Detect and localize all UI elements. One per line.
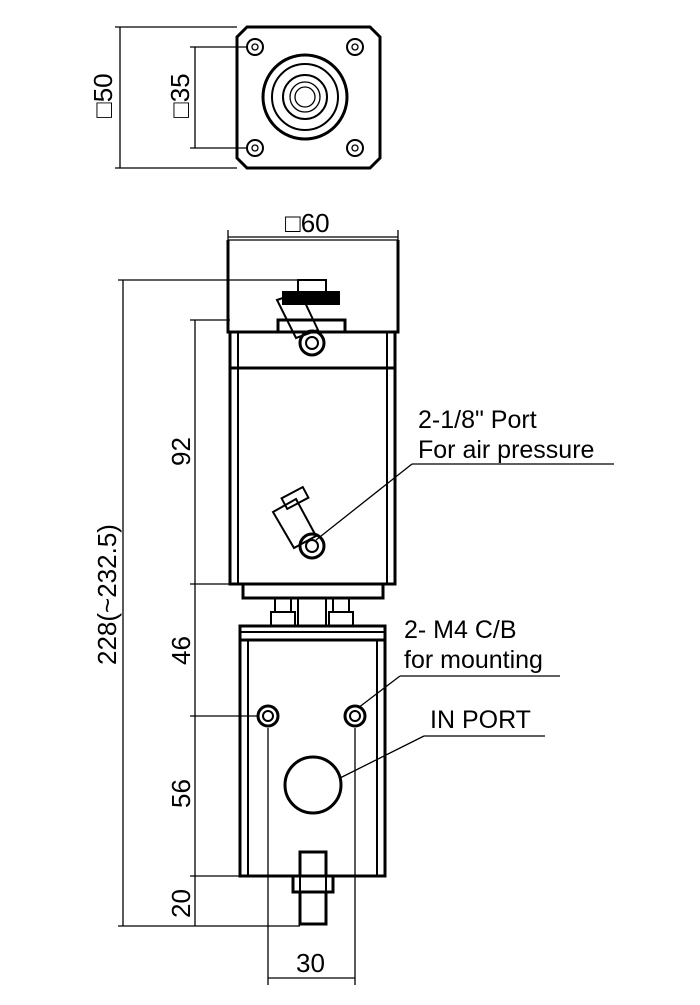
bolt-hole-top-left bbox=[246, 38, 264, 56]
callout-mount-line1: 2- M4 C/B bbox=[404, 616, 517, 644]
callout-port: 2-1/8" Port For air pressure bbox=[315, 406, 614, 541]
lower-stem bbox=[291, 850, 335, 926]
upper-fitting bbox=[275, 279, 340, 357]
dim-label-square-35: □35 bbox=[165, 73, 195, 118]
dim-label-total-length: 228(~232.5) bbox=[92, 524, 122, 665]
dim-square-50: □50 bbox=[88, 26, 237, 169]
bolt-hole-bottom-right bbox=[346, 139, 364, 157]
top-view-plate bbox=[235, 25, 382, 170]
callout-mount-line2: for mounting bbox=[404, 646, 543, 674]
dim-label-square-50: □50 bbox=[88, 73, 118, 118]
bolt-hole-top-right bbox=[346, 38, 364, 56]
dim-label-30: 30 bbox=[296, 948, 325, 978]
dim-label-92: 92 bbox=[166, 437, 196, 466]
dim-stem-30: 30 bbox=[267, 876, 356, 985]
callout-port-line1: 2-1/8" Port bbox=[418, 406, 537, 434]
port-fitting bbox=[271, 485, 326, 560]
mounting-hole-left bbox=[256, 704, 280, 876]
dim-total-length: 228(~232.5) bbox=[92, 279, 310, 927]
dim-label-46: 46 bbox=[166, 636, 196, 665]
top-view-boss bbox=[261, 53, 349, 141]
dim-label-56: 56 bbox=[166, 779, 196, 808]
lower-body bbox=[238, 624, 387, 878]
callout-in-port-label: IN PORT bbox=[430, 706, 531, 734]
dim-label-20: 20 bbox=[166, 889, 196, 918]
callout-in-port: IN PORT bbox=[339, 706, 545, 779]
dim-label-body-60: □60 bbox=[285, 208, 330, 238]
dim-segments: 92 46 56 20 bbox=[166, 319, 293, 926]
middle-connector bbox=[241, 582, 385, 627]
upper-body bbox=[228, 330, 397, 586]
dim-body-60: □60 bbox=[227, 208, 399, 245]
top-view: □50 □35 bbox=[88, 25, 382, 170]
mounting-hole-right bbox=[343, 704, 367, 876]
in-port bbox=[283, 755, 343, 815]
dim-square-35: □35 bbox=[165, 46, 247, 149]
bolt-hole-bottom-left bbox=[246, 139, 264, 157]
callout-mount: 2- M4 C/B for mounting bbox=[357, 616, 560, 709]
callout-port-line2: For air pressure bbox=[418, 436, 594, 464]
front-view bbox=[226, 239, 400, 926]
